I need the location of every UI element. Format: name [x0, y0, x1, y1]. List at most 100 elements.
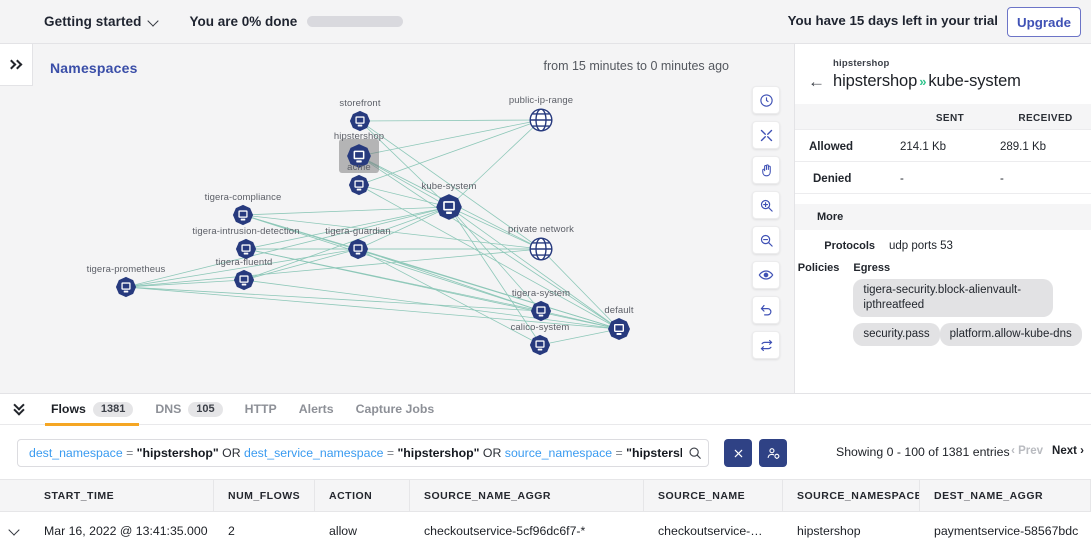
more-section-header[interactable]: More: [795, 204, 1091, 230]
traffic-table-header: SENT RECEIVED: [795, 104, 1091, 130]
column-header-label: SOURCE_NAMESPACE: [797, 489, 920, 502]
clear-filter-button[interactable]: [724, 439, 752, 467]
detail-title-arrow: »: [919, 74, 927, 89]
row-expand-button[interactable]: [0, 512, 30, 549]
next-page-button[interactable]: Next ›: [1052, 445, 1084, 457]
received-value: 289.1 Kb: [1000, 140, 1047, 153]
graph-node-tigera-compliance[interactable]: [232, 204, 254, 226]
query-token-op: =: [612, 446, 627, 460]
policies-label: Policies: [797, 262, 840, 274]
protocols-row: Protocols udp ports 53: [795, 230, 1091, 252]
column-sent: SENT: [935, 112, 965, 124]
policies-group-label: Egress: [853, 262, 891, 274]
graph-node-default[interactable]: [607, 317, 631, 341]
tab-label: Alerts: [298, 402, 334, 416]
eye-icon[interactable]: [752, 261, 780, 289]
row-label: Allowed: [809, 140, 854, 153]
undo-icon[interactable]: [752, 296, 780, 324]
protocols-label: Protocols: [824, 240, 875, 252]
results-count: Showing 0 - 100 of 1381 entries: [836, 445, 1010, 459]
expand-icon[interactable]: [752, 121, 780, 149]
prev-page-button[interactable]: ‹ Prev: [1011, 445, 1044, 457]
search-icon[interactable]: [682, 446, 708, 460]
graph-node-public-ip-range[interactable]: [528, 107, 554, 133]
pagination[interactable]: ‹ Prev Next ›: [1011, 445, 1084, 457]
graph-node-tigera-system[interactable]: [530, 300, 552, 322]
sent-value: 214.1 Kb: [900, 140, 947, 153]
graph-node-tigera-fluentd[interactable]: [233, 269, 255, 291]
column-header-source_name[interactable]: SOURCE_NAME: [644, 480, 783, 511]
query-token-op: =: [122, 446, 137, 460]
graph-node-hipstershop[interactable]: [346, 143, 372, 169]
double-chevron-down-icon[interactable]: [12, 399, 29, 416]
graph-node-tigera-prometheus[interactable]: [115, 276, 137, 298]
filter-row: dest_namespace = "hipstershop" OR dest_s…: [0, 425, 1091, 479]
graph-node-kube-system[interactable]: [435, 193, 463, 221]
column-header-start_time[interactable]: START_TIME: [30, 480, 214, 511]
progress-bar: [307, 16, 404, 27]
detail-title: hipstershop»kube-system: [833, 72, 1021, 91]
hand-icon[interactable]: [752, 156, 780, 184]
upgrade-button[interactable]: Upgrade: [1007, 7, 1081, 37]
received-value: -: [1000, 172, 1004, 185]
query-token-val: "hipstershop: [626, 446, 682, 460]
zoom-out-icon[interactable]: [752, 226, 780, 254]
column-header-num_flows[interactable]: NUM_FLOWS: [214, 480, 315, 511]
clock-icon[interactable]: [752, 86, 780, 114]
table-spacer-cell: [0, 480, 30, 511]
column-header-dest_name_aggr[interactable]: DEST_NAME_AGGR: [920, 480, 1091, 511]
horizontal-scrollbar[interactable]: [0, 548, 1091, 551]
tab-capture-jobs[interactable]: Capture Jobs: [356, 394, 435, 425]
cell-dest-name-aggr: paymentservice-58567bdc: [934, 523, 1079, 538]
tab-http[interactable]: HTTP: [245, 394, 277, 425]
graph-node-storefront[interactable]: [349, 110, 371, 132]
zoom-in-icon[interactable]: [752, 191, 780, 219]
double-chevron-right-icon: [6, 59, 24, 71]
column-header-source_name_aggr[interactable]: SOURCE_NAME_AGGR: [410, 480, 644, 511]
arrow-left-icon[interactable]: ←: [808, 72, 825, 91]
policy-chip[interactable]: platform.allow-kube-dns: [939, 323, 1082, 346]
chevron-down-icon: [149, 16, 160, 27]
getting-started-dropdown[interactable]: Getting started: [44, 14, 160, 29]
policy-chip[interactable]: tigera-security.block-alienvault-ipthrea…: [853, 279, 1054, 317]
graph-node-tigera-intrusion-detection[interactable]: [235, 238, 257, 260]
graph-node-acme[interactable]: [348, 174, 370, 196]
row-label: Denied: [813, 172, 852, 185]
graph-node-private network[interactable]: [528, 236, 554, 262]
more-label: More: [817, 211, 844, 223]
sidebar-expand-button[interactable]: [0, 44, 33, 86]
traffic-summary-table: SENT RECEIVED Allowed 214.1 Kb 289.1 Kb …: [795, 104, 1091, 352]
graph-node-calico-system[interactable]: [529, 334, 551, 356]
graph-toolbar[interactable]: [752, 86, 780, 359]
query-token-op: =: [383, 446, 398, 460]
query-token-val: "hipstershop": [397, 446, 480, 460]
graph-node-tigera-guardian[interactable]: [347, 238, 369, 260]
query-token-field: dest_namespace: [29, 446, 123, 460]
policy-chip[interactable]: security.pass: [853, 323, 940, 346]
getting-started-label: Getting started: [44, 14, 142, 29]
search-input[interactable]: dest_namespace = "hipstershop" OR dest_s…: [17, 439, 709, 467]
refresh-icon[interactable]: [752, 331, 780, 359]
tab-label: DNS: [155, 402, 182, 416]
query-token-val: "hipstershop": [136, 446, 219, 460]
column-header-source_namespace[interactable]: SOURCE_NAMESPACE: [783, 480, 920, 511]
cell-start-time: Mar 16, 2022 @ 13:41:35.000: [44, 523, 208, 538]
query-token-bool: OR: [479, 446, 505, 460]
detail-title-to: kube-system: [928, 72, 1021, 90]
column-header-action[interactable]: ACTION: [315, 480, 410, 511]
tab-label: HTTP: [244, 402, 277, 416]
user-settings-button[interactable]: [759, 439, 787, 467]
tab-alerts[interactable]: Alerts: [299, 394, 334, 425]
column-header-label: NUM_FLOWS: [228, 489, 301, 502]
flow-detail-panel: hipstershop ← hipstershop»kube-system SE…: [795, 44, 1091, 393]
service-graph-panel[interactable]: Namespaces from 15 minutes to 0 minutes …: [0, 44, 795, 393]
tab-badge: 1381: [92, 401, 134, 417]
